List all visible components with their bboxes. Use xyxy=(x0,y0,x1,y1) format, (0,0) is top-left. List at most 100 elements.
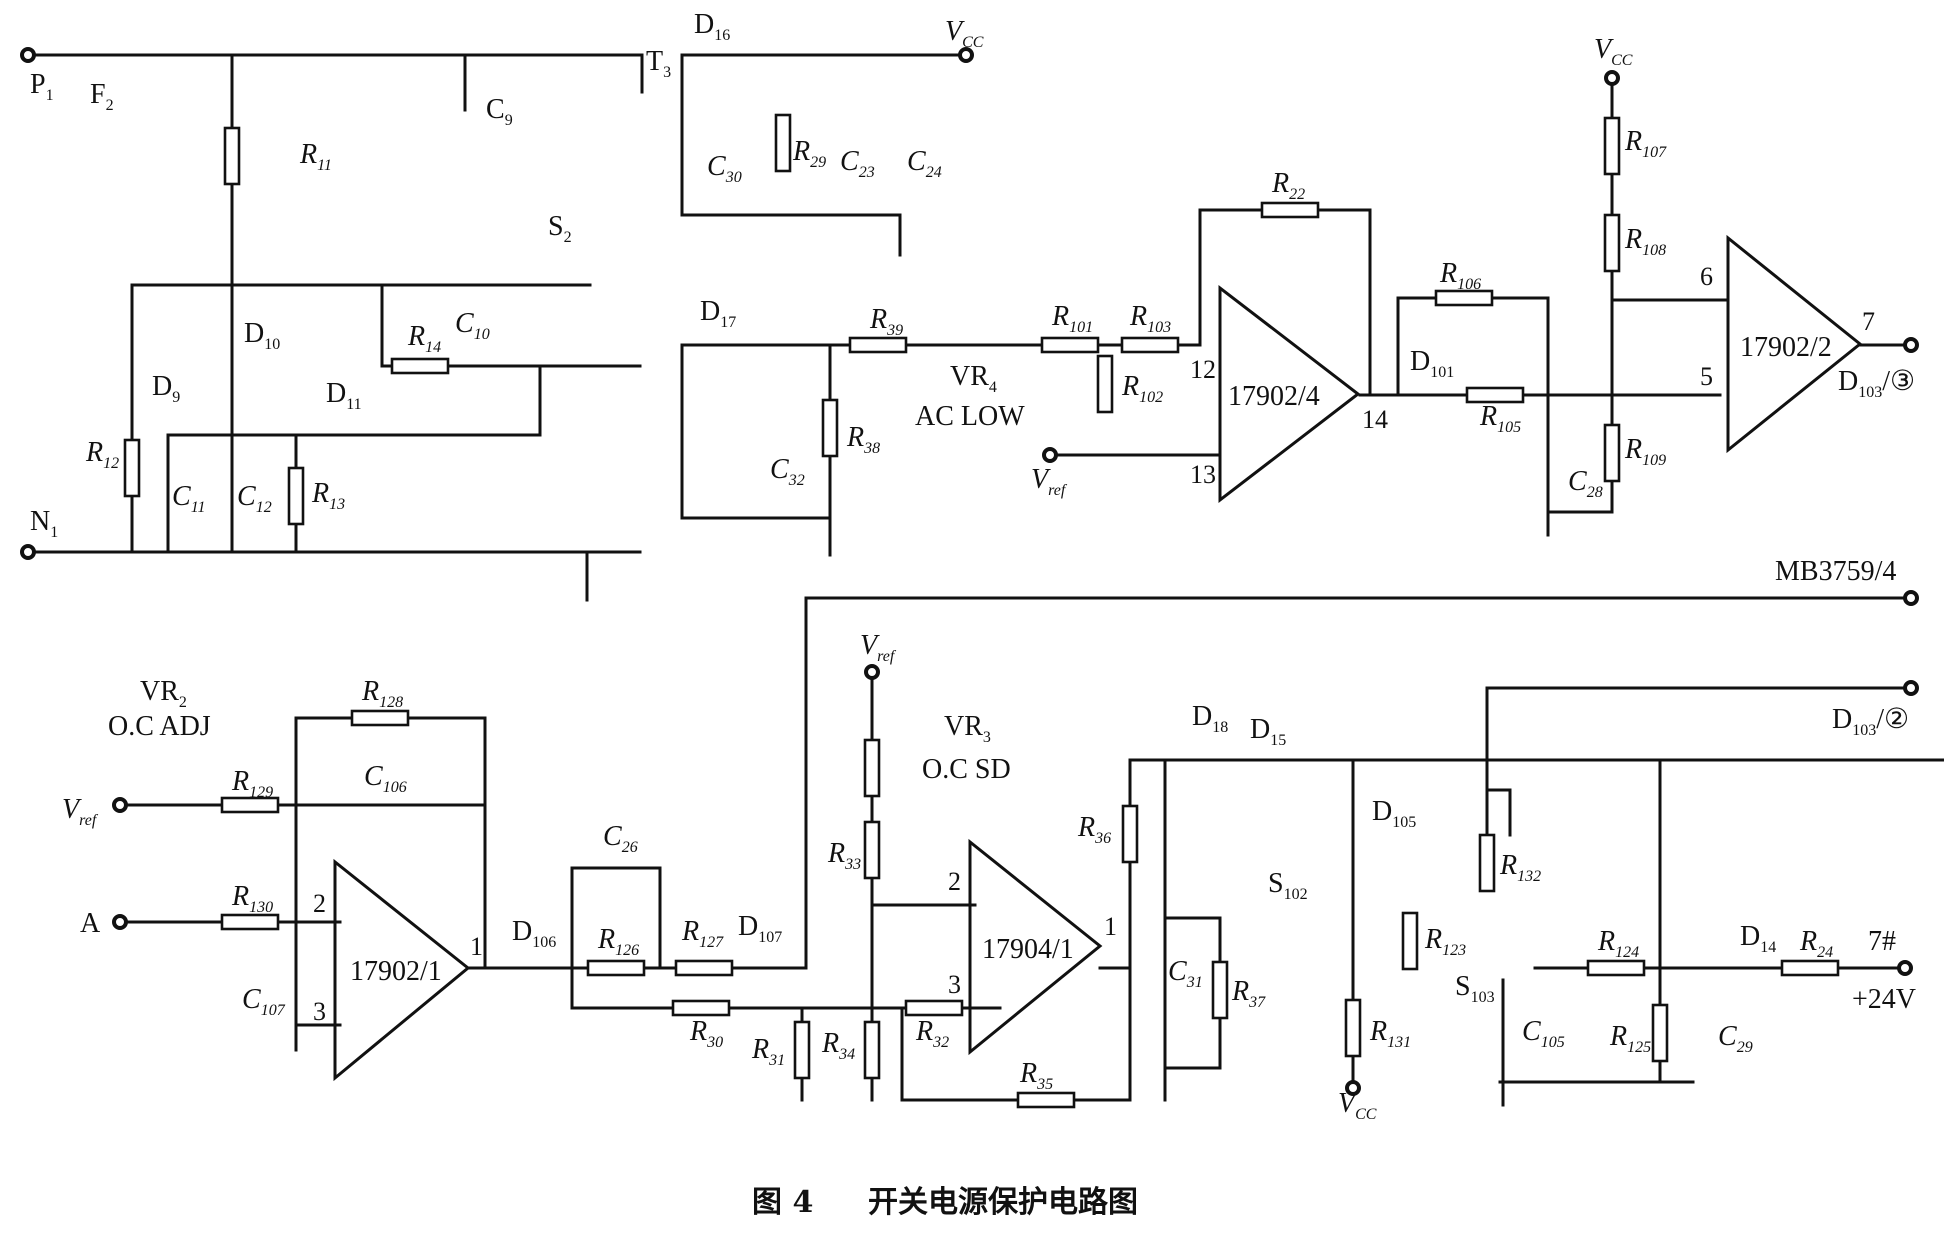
resistor-R107 xyxy=(1603,116,1621,176)
opamp-17902-4 xyxy=(1218,284,1361,504)
label-S103: S103 xyxy=(1455,971,1495,1006)
label-C23: C23 xyxy=(840,146,875,181)
terminal-P1[interactable] xyxy=(20,47,36,63)
opamp-17902-4-pin-out: 14 xyxy=(1362,405,1388,434)
label-C31: C31 xyxy=(1168,956,1203,991)
label-R128: R128 xyxy=(361,676,403,711)
label-R130: R130 xyxy=(231,881,273,916)
label-VR4: VR4 xyxy=(950,361,997,396)
terminal-out-24v[interactable] xyxy=(1897,960,1913,976)
label-D14: D14 xyxy=(1740,921,1776,956)
label-R35: R35 xyxy=(1019,1058,1053,1093)
opamps xyxy=(333,234,1863,1082)
label-vcc-right: VCC xyxy=(1594,34,1633,69)
label-VR2-note: O.C ADJ xyxy=(108,711,211,742)
caption: 图 4 开关电源保护电路图 xyxy=(752,1185,1138,1220)
opamp-17902-2-pin-out: 7 xyxy=(1862,307,1875,336)
label-R129: R129 xyxy=(231,766,273,801)
resistor-R109 xyxy=(1603,423,1621,483)
resistor-R31 xyxy=(793,1020,811,1080)
terminal-vcc-right[interactable] xyxy=(1604,70,1620,86)
opamp-labels: 17902/4 12 13 14 17902/2 6 5 7 17902/1 2… xyxy=(313,262,1875,1026)
opamp-17904-1-pin-out: 1 xyxy=(1104,912,1117,941)
terminal-out-d103-2[interactable] xyxy=(1903,680,1919,696)
label-C11: C11 xyxy=(172,481,206,516)
opamp-17902-1-pin-plus: 3 xyxy=(313,997,326,1026)
resistor-R130 xyxy=(220,913,280,931)
resistor-R22 xyxy=(1260,201,1320,219)
label-C106: C106 xyxy=(364,761,407,796)
terminal-vref-bottom-mid[interactable] xyxy=(864,664,880,680)
label-vref-bottom-mid: Vref xyxy=(860,630,897,665)
resistors xyxy=(123,113,1840,1109)
label-C28: C28 xyxy=(1568,466,1603,501)
label-R32: R32 xyxy=(915,1016,949,1051)
label-D11: D11 xyxy=(326,378,362,413)
resistor-R39 xyxy=(848,336,908,354)
label-T3: T3 xyxy=(646,46,671,81)
label-R109: R109 xyxy=(1624,434,1666,469)
label-R108: R108 xyxy=(1624,224,1666,259)
resistor-R11 xyxy=(223,126,241,186)
resistor-R37 xyxy=(1211,960,1229,1020)
label-D15: D15 xyxy=(1250,714,1286,749)
label-R38: R38 xyxy=(846,422,880,457)
label-R34: R34 xyxy=(821,1028,855,1063)
resistor-R125 xyxy=(1651,1003,1669,1063)
label-VR4-note: AC LOW xyxy=(915,401,1025,432)
label-R36: R36 xyxy=(1077,812,1111,847)
resistor-R32 xyxy=(904,999,964,1017)
label-D10: D10 xyxy=(244,318,280,353)
resistor-R129 xyxy=(220,796,280,814)
terminal-vcc-top[interactable] xyxy=(958,47,974,63)
opamp-17904-1-label: 17904/1 xyxy=(982,934,1074,965)
label-F2: F2 xyxy=(90,79,114,114)
resistor-R105 xyxy=(1465,386,1525,404)
resistor-R101 xyxy=(1040,336,1100,354)
resistor-R29 xyxy=(774,113,792,173)
resistor-R128 xyxy=(350,709,410,727)
opamp-17902-1 xyxy=(333,858,471,1082)
opamp-17902-2-label: 17902/2 xyxy=(1740,332,1832,363)
label-R31: R31 xyxy=(751,1034,785,1069)
label-R123: R123 xyxy=(1424,924,1466,959)
resistor-R33 xyxy=(863,820,881,880)
label-R125: R125 xyxy=(1609,1021,1651,1056)
terminal-a-input[interactable] xyxy=(112,914,128,930)
terminal-N1[interactable] xyxy=(20,544,36,560)
resistor-R34 xyxy=(863,1020,881,1080)
opamp-17904-1-pin-minus: 2 xyxy=(948,867,961,896)
label-out-d103-3: D103/③ xyxy=(1838,366,1915,401)
label-R102: R102 xyxy=(1121,371,1163,406)
label-D18: D18 xyxy=(1192,701,1228,736)
opamp-17902-2 xyxy=(1726,234,1863,454)
opamp-17902-4-label: 17902/4 xyxy=(1228,381,1320,412)
terminal-vref-left[interactable] xyxy=(112,797,128,813)
label-R37: R37 xyxy=(1231,976,1266,1011)
label-R124: R124 xyxy=(1597,926,1639,961)
label-R132: R132 xyxy=(1499,850,1541,885)
label-N1: N1 xyxy=(30,506,58,541)
label-R11: R11 xyxy=(299,139,332,174)
resistor-R127 xyxy=(674,959,734,977)
terminal-vcc-bottom[interactable] xyxy=(1345,1080,1361,1096)
label-R107: R107 xyxy=(1624,126,1667,161)
resistor-R12 xyxy=(123,438,141,498)
opamp-17904-1 xyxy=(968,838,1103,1056)
resistor-R36 xyxy=(1121,804,1139,864)
label-S2: S2 xyxy=(548,211,572,246)
label-R13: R13 xyxy=(311,478,345,513)
terminal-mb3759[interactable] xyxy=(1903,590,1919,606)
resistor-R14 xyxy=(390,357,450,375)
label-C105: C105 xyxy=(1522,1016,1565,1051)
label-D106: D106 xyxy=(512,916,556,951)
terminal-vref-mid[interactable] xyxy=(1042,447,1058,463)
resistor-R30 xyxy=(671,999,731,1017)
label-D107: D107 xyxy=(738,911,782,946)
resistor-R126 xyxy=(586,959,646,977)
label-R24: R24 xyxy=(1799,926,1833,961)
label-vref-left: Vref xyxy=(62,794,99,829)
terminal-out-d103-3[interactable] xyxy=(1903,337,1919,353)
label-D105: D105 xyxy=(1372,796,1416,831)
